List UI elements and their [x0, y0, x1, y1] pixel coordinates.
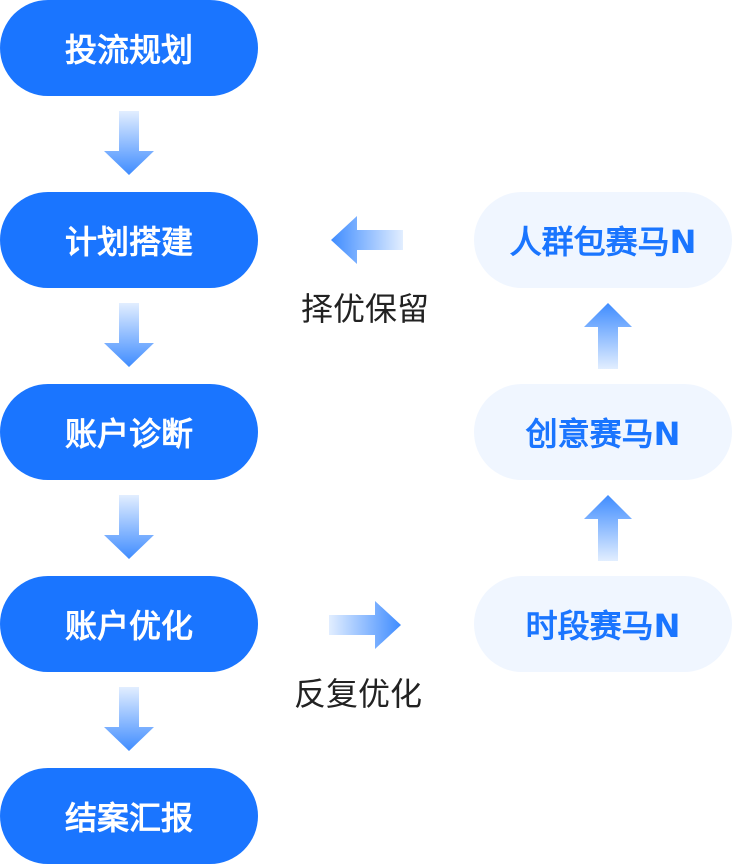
down-arrow-icon	[104, 303, 154, 367]
step-build-label: 计划搭建	[64, 223, 193, 261]
step-report-label: 结案汇报	[64, 799, 193, 837]
down-arrow-icon	[104, 111, 154, 175]
race-creative-label: 创意赛马N	[525, 415, 681, 453]
up-arrow-icon	[584, 495, 632, 561]
step-build: 计划搭建	[0, 192, 258, 288]
step-plan: 投流规划	[0, 0, 258, 96]
down-arrow-icon	[104, 687, 154, 751]
step-plan-label: 投流规划	[64, 31, 193, 69]
connector-repeat-optimize-label: 反复优化	[294, 675, 423, 713]
race-audience-label: 人群包赛马N	[509, 223, 697, 261]
up-arrow-icon	[584, 303, 632, 369]
step-report: 结案汇报	[0, 768, 258, 864]
step-diagnose: 账户诊断	[0, 384, 258, 480]
right-arrow-icon	[329, 601, 401, 649]
race-audience: 人群包赛马N	[474, 192, 732, 288]
down-arrow-icon	[104, 495, 154, 559]
left-arrow-icon	[331, 216, 403, 264]
connector-select-keep-label: 择优保留	[301, 290, 430, 328]
step-optimize: 账户优化	[0, 576, 258, 672]
step-optimize-label: 账户优化	[64, 607, 193, 645]
race-creative: 创意赛马N	[474, 384, 732, 480]
step-diagnose-label: 账户诊断	[64, 415, 193, 453]
race-timeslot-label: 时段赛马N	[525, 607, 681, 645]
race-timeslot: 时段赛马N	[474, 576, 732, 672]
